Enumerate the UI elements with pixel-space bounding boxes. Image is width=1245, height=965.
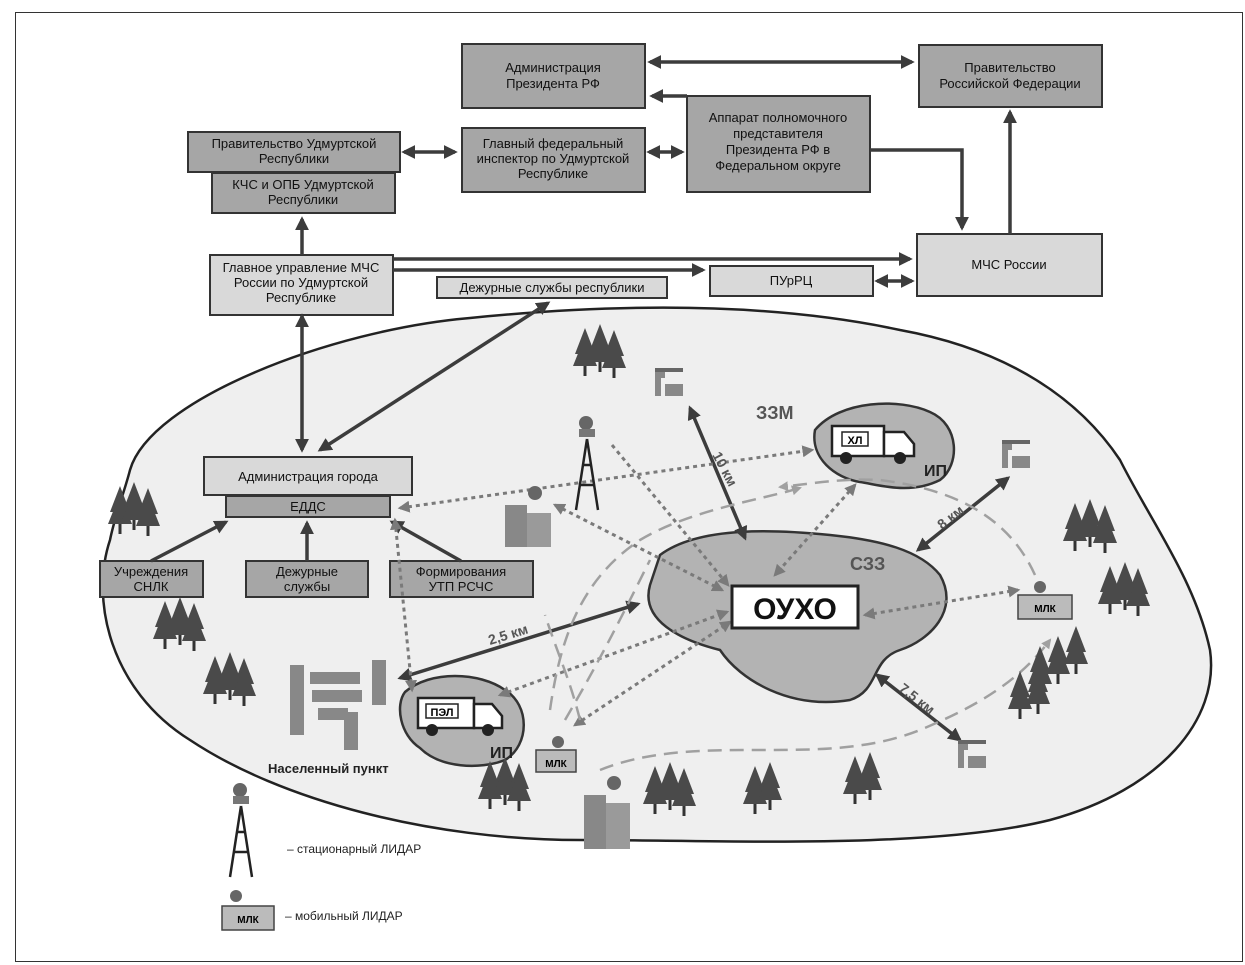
- settlement-label: Населенный пункт: [268, 761, 389, 776]
- main-mchs-l2: России по Удмуртской: [234, 275, 368, 290]
- legend-mlk-label: МЛК: [237, 915, 259, 926]
- city-building-lidar-icon: [584, 776, 630, 849]
- duty-republic-label: Дежурные службы республики: [460, 280, 645, 295]
- box-apparatus: Аппарат полномочного представителя Прези…: [686, 95, 871, 193]
- gov-udmurt-l1: Правительство Удмуртской: [212, 136, 377, 151]
- box-main-mchs: Главное управление МЧС России по Удмуртс…: [209, 254, 394, 316]
- inspector-l1: Главный федеральный: [483, 136, 624, 151]
- box-gov-udmurt: Правительство Удмуртской Республики: [187, 131, 401, 173]
- hazard-zone-label: ЗЗМ: [756, 403, 794, 423]
- legend-mobile: МЛК: [221, 890, 275, 931]
- mlk-label: МЛК: [1034, 604, 1056, 615]
- main-mchs-l3: Республике: [266, 290, 336, 305]
- pel-label: ПЭЛ: [430, 707, 453, 719]
- edds-label: ЕДДС: [290, 499, 326, 514]
- city-building-lidar-icon: [505, 486, 551, 547]
- snlk-l2: СНЛК: [134, 579, 169, 594]
- data-links: [389, 444, 1021, 727]
- mchs-russia-label: МЧС России: [971, 257, 1046, 272]
- settlement-buildings: [290, 660, 386, 750]
- legend-mobile-label: – мобильный ЛИДАР: [285, 909, 403, 923]
- legend-stationary: [228, 783, 254, 878]
- duty-services-l1: Дежурные: [276, 564, 338, 579]
- box-snlk: Учреждения СНЛК: [99, 560, 204, 598]
- apparatus-l3: Президента РФ в: [726, 142, 830, 157]
- ip-label-settlement: ИП: [490, 745, 513, 762]
- box-inspector: Главный федеральный инспектор по Удмуртс…: [461, 127, 646, 193]
- box-edds: ЕДДС: [225, 495, 391, 518]
- mobile-lidar-icon: МЛК: [535, 736, 577, 773]
- purc-label: ПУрРЦ: [770, 273, 813, 288]
- chemical-lab-vehicle: ХЛ: [830, 424, 916, 464]
- oukho-label: ОУХО: [753, 593, 837, 626]
- admin-president-l2: Президента РФ: [506, 76, 600, 91]
- snlk-l1: Учреждения: [114, 564, 188, 579]
- box-admin-president: Администрация Президента РФ: [461, 43, 646, 109]
- box-duty-republic: Дежурные службы республики: [436, 276, 668, 299]
- government-rf-l1: Правительство: [964, 60, 1055, 75]
- main-mchs-l1: Главное управление МЧС: [223, 260, 380, 275]
- box-mchs-russia: МЧС России: [916, 233, 1103, 297]
- city-admin-label: Администрация города: [238, 469, 379, 484]
- hl-label: ХЛ: [847, 435, 862, 447]
- government-rf-l2: Российской Федерации: [939, 76, 1080, 91]
- mobile-trajectories: [543, 478, 1052, 772]
- box-duty-services: Дежурные службы: [245, 560, 369, 598]
- duty-services-l2: службы: [284, 579, 330, 594]
- box-kchs: КЧС и ОПБ Удмуртской Республики: [211, 172, 396, 214]
- apparatus-l4: Федеральном округе: [715, 158, 841, 173]
- stationary-lidar-icon: [574, 416, 600, 511]
- inspector-l2: инспектор по Удмуртской: [477, 151, 630, 166]
- formations-l2: УТП РСЧС: [429, 579, 494, 594]
- mlk-label: МЛК: [545, 759, 567, 770]
- gov-udmurt-l2: Республики: [259, 151, 329, 166]
- admin-president-l1: Администрация: [505, 60, 601, 75]
- sanitary-zone-label: СЗЗ: [850, 554, 885, 574]
- box-purc: ПУрРЦ: [709, 265, 874, 297]
- eco-lab-vehicle: ПЭЛ: [416, 696, 504, 736]
- kchs-l1: КЧС и ОПБ Удмуртской: [232, 177, 374, 192]
- apparatus-l2: представителя: [733, 126, 823, 141]
- mobile-lidar-icon: МЛК: [1017, 581, 1073, 620]
- oukho-facility: ОУХО: [730, 584, 860, 630]
- apparatus-l1: Аппарат полномочного: [709, 110, 847, 125]
- box-government-rf: Правительство Российской Федерации: [918, 44, 1103, 108]
- inspector-l3: Республике: [518, 166, 588, 181]
- formations-l1: Формирования: [416, 564, 506, 579]
- legend-stationary-label: – стационарный ЛИДАР: [287, 842, 421, 856]
- box-city-admin: Администрация города: [203, 456, 413, 496]
- kchs-l2: Республики: [268, 192, 338, 207]
- box-formations: Формирования УТП РСЧС: [389, 560, 534, 598]
- ip-label-hazard: ИП: [924, 463, 947, 480]
